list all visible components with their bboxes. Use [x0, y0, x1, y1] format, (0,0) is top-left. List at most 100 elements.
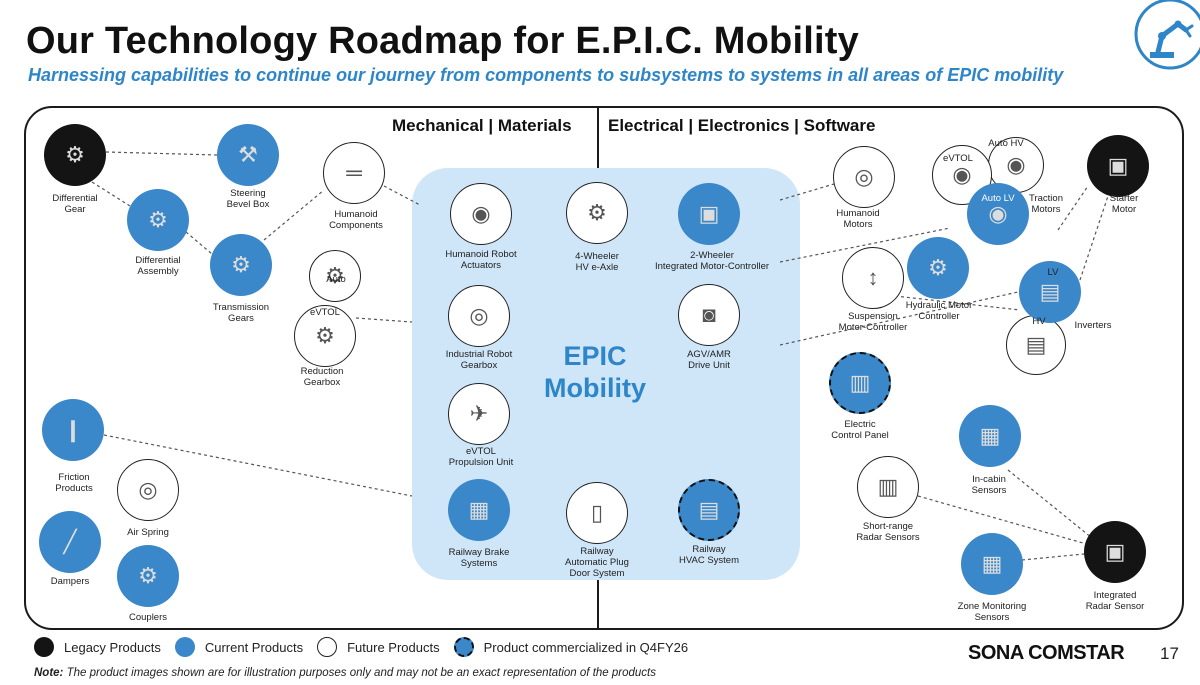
product-label-line: Differential [52, 193, 98, 204]
sensor-board-icon: ▦ [981, 551, 1003, 576]
product-label-line: Integrated [1093, 590, 1137, 601]
product-label-line: Radar Sensor [1085, 601, 1145, 612]
starter-icon: ▣ [1107, 153, 1129, 178]
motor-ring-icon: ◎ [854, 164, 874, 189]
product-node-hydraulic-motor-controller: ⚙ [907, 237, 969, 299]
connector-line [91, 181, 131, 207]
traction-motor-icon: ◉ [1006, 152, 1026, 177]
legend-item-q4fy26: Product commercialized in Q4FY26 [453, 637, 688, 657]
legend-item-current: Current Products [174, 637, 303, 657]
connector-line [185, 231, 213, 255]
gearbox-icon: ⚙ [325, 263, 345, 288]
gearbox-icon: ⚙ [315, 323, 335, 348]
product-label-line: Steering [230, 188, 266, 199]
product-label-line: Actuators [460, 260, 502, 271]
product-label-line: Couplers [128, 612, 168, 623]
product-label-line: Industrial Robot [445, 349, 513, 360]
product-label-line: Transmission [212, 302, 270, 313]
variant-label: LV [1047, 267, 1059, 278]
legend-label: Legacy Products [64, 639, 161, 655]
variant-label: HV [1032, 316, 1046, 327]
product-label: Inverters [1075, 320, 1112, 331]
rail-brake-icon: ▦ [468, 497, 490, 522]
product-node-friction-products: ❙ [42, 399, 104, 461]
propulsion-icon: ✈ [469, 401, 489, 426]
connector-line [383, 185, 421, 206]
product-label-line: Gears [228, 313, 254, 324]
hydraulic-icon: ⚙ [928, 255, 948, 280]
epic-mobility-title: EPIC Mobility [520, 340, 670, 404]
product-label-line: Humanoid Robot [445, 249, 517, 260]
product-node-railway-brake-systems: ▦ [448, 479, 510, 541]
legend-label: Future Products [347, 639, 440, 655]
product-label-line: Hydraulic Motor [905, 300, 973, 311]
legacy-swatch-icon [34, 637, 54, 657]
product-label-line: Railway Brake [448, 547, 510, 558]
drive-unit-icon: ◙ [702, 302, 716, 327]
traction-motor-icon: ◉ [952, 162, 972, 187]
product-label-line: Automatic Plug [565, 557, 629, 568]
product-label-line: Electric [844, 419, 876, 430]
product-label: Air Spring [127, 527, 169, 538]
product-label-line: Gearbox [460, 360, 498, 371]
product-node-industrial-robot-gearbox: ◎ [448, 285, 510, 347]
product-node-air-spring: ◎ [117, 459, 179, 521]
connector-line [779, 183, 835, 201]
air-spring-icon: ◎ [138, 477, 158, 502]
product-node-suspension-motor-controller: ↕ [842, 247, 904, 309]
page-title: Our Technology Roadmap for E.P.I.C. Mobi… [26, 20, 859, 62]
differential-icon: ⚙ [148, 207, 168, 232]
product-label-line: Motor-Controller [838, 322, 908, 333]
product-label-line: eVTOL [466, 446, 496, 457]
product-node-inverters: ▤ [1019, 261, 1081, 323]
product-label: Dampers [51, 576, 90, 587]
product-label-line: Sensors [974, 612, 1010, 623]
product-node-transmission-gears: ⚙ [210, 234, 272, 296]
product-label-line: Reduction [300, 366, 344, 377]
product-node-steering-bevel-box: ⚒ [217, 124, 279, 186]
product-node-humanoid-robot-actuators: ◉ [450, 183, 512, 245]
product-label-line: Assembly [137, 266, 179, 277]
product-label-line: Inverters [1074, 320, 1112, 331]
product-label-line: Control Panel [831, 430, 889, 441]
product-label-line: Railway [580, 546, 614, 557]
door-icon: ▯ [590, 500, 604, 525]
product-label-line: Gearbox [303, 377, 341, 388]
connector-line [894, 295, 1021, 311]
coupler-icon: ⚙ [138, 563, 158, 588]
product-node-differential-gear: ⚙ [44, 124, 106, 186]
product-label-line: Humanoid [836, 208, 880, 219]
product-label-line: Gear [64, 204, 86, 215]
variant-circle: ▤ [1006, 315, 1066, 375]
footnote: Note: The product images shown are for i… [34, 667, 656, 679]
section-heading-mechanical: Mechanical | Materials [392, 116, 572, 135]
legend-item-legacy: Legacy Products [34, 637, 161, 657]
connector-line [355, 317, 413, 323]
product-label-line: Motors [1031, 204, 1061, 215]
brake-pad-icon: ❙ [63, 417, 83, 442]
product-node-electric-control-panel: ▥ [829, 352, 891, 414]
inverter-icon: ▤ [1039, 279, 1061, 304]
product-label-line: Door System [569, 568, 625, 579]
damper-icon: ╱ [63, 529, 77, 554]
section-heading-electrical: Electrical | Electronics | Software [608, 116, 876, 135]
product-node-reduction-gearbox: ⚙ [294, 305, 356, 367]
product-label-line: Dampers [50, 576, 90, 587]
shaft-icon: ═ [346, 160, 362, 185]
product-node-differential-assembly: ⚙ [127, 189, 189, 251]
product-node-starter-motor: ▣ [1087, 135, 1149, 197]
product-node-dampers: ╱ [39, 511, 101, 573]
brand-logo: SONA COMSTAR [968, 642, 1125, 664]
connector-line [1021, 553, 1085, 561]
